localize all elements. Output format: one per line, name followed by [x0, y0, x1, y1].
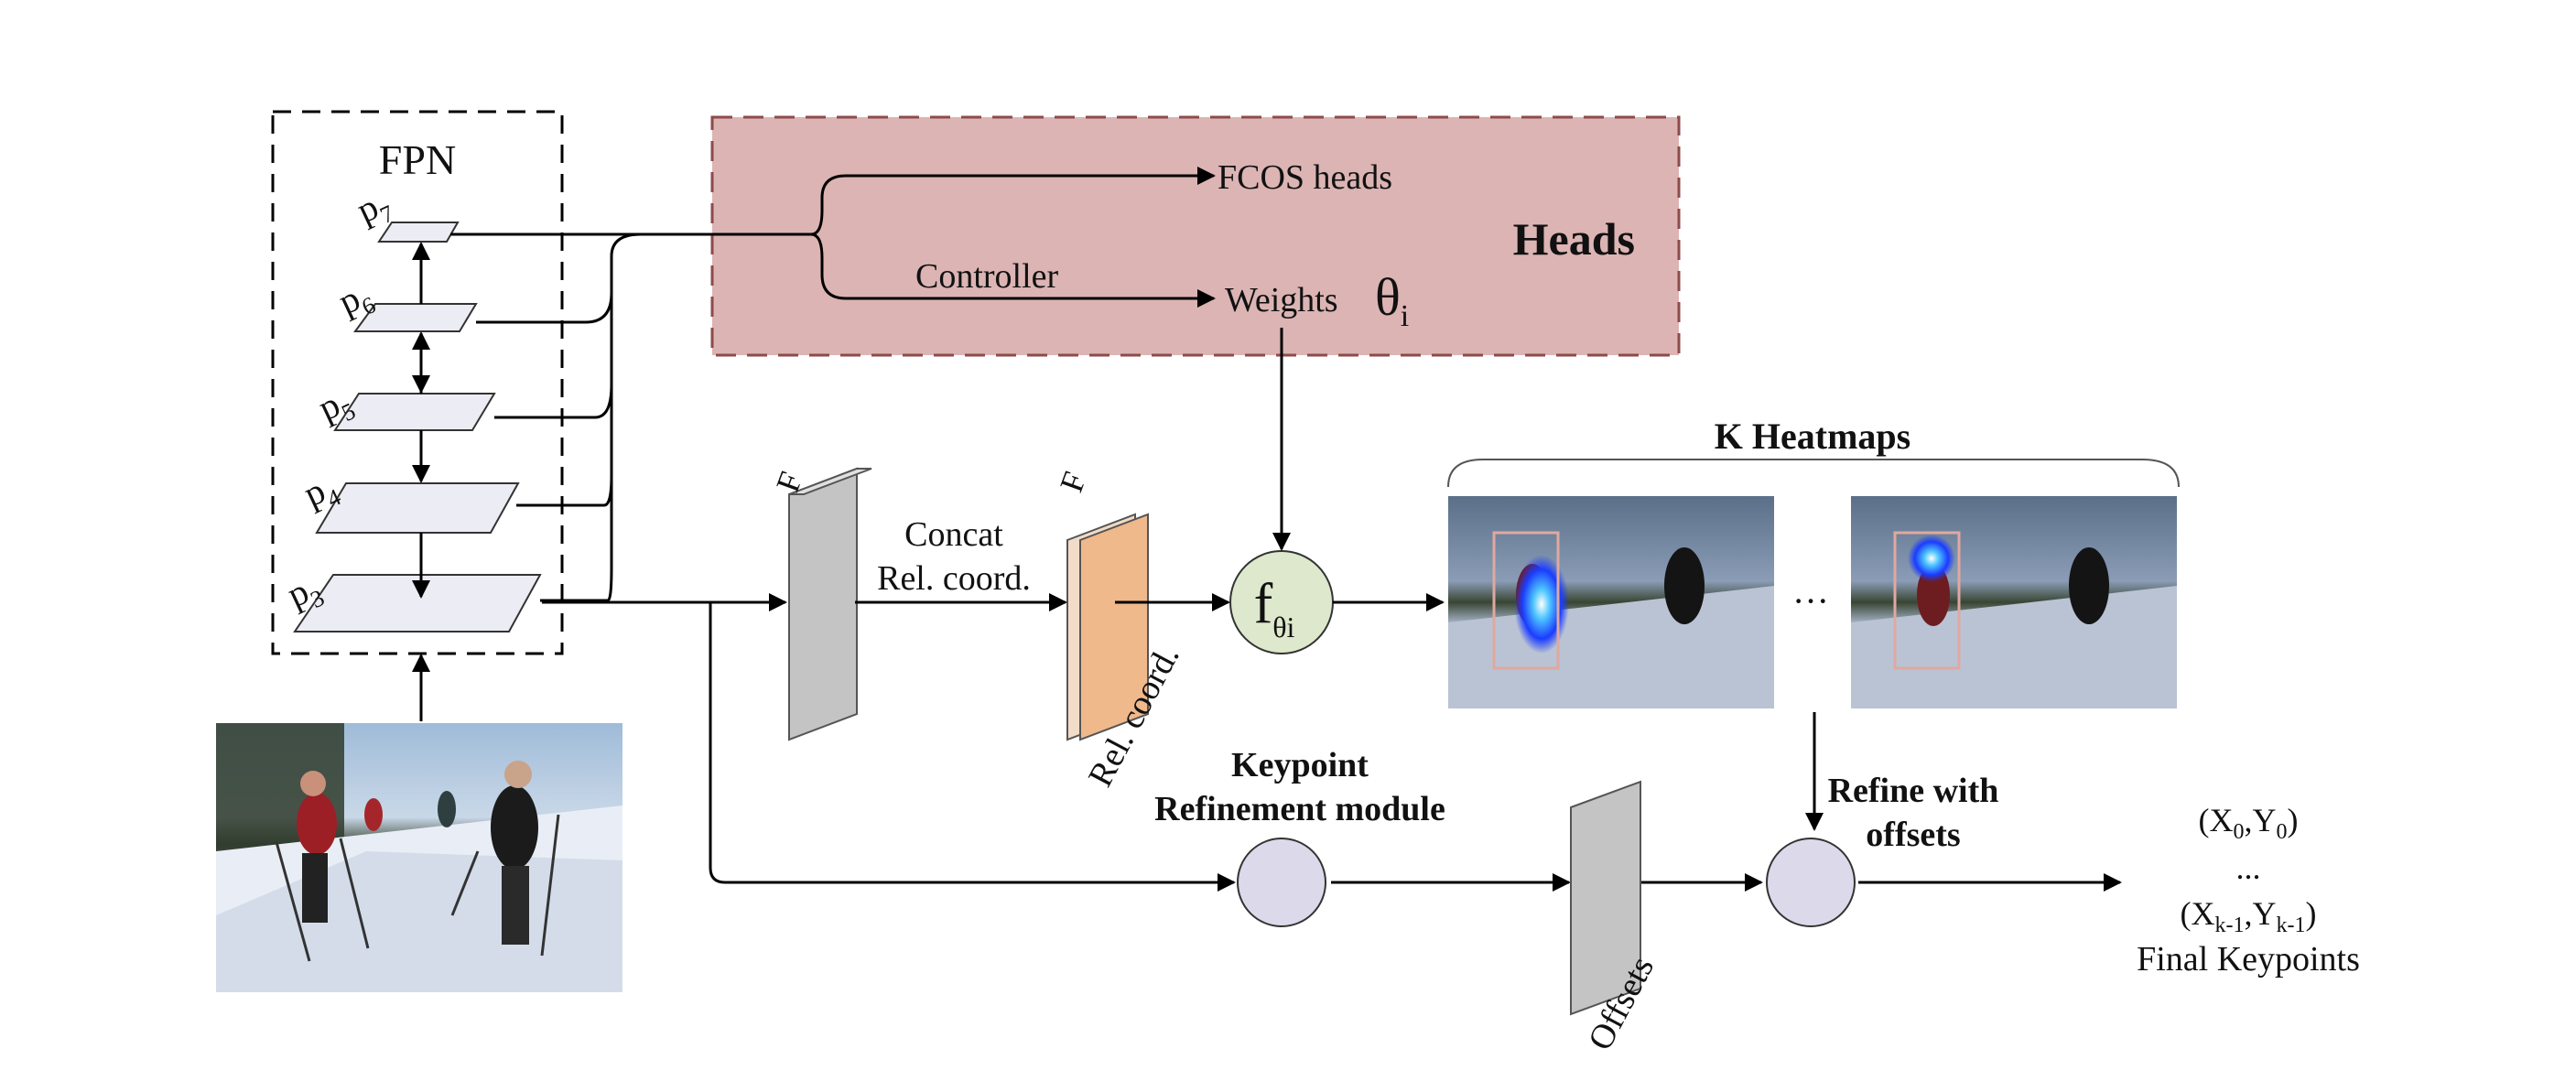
concat-rel-coord-label: Rel. coord. [877, 559, 1031, 598]
fpn-dashed-box [271, 110, 564, 655]
concat-map-F [1079, 513, 1149, 741]
theta-symbol: θi [1375, 267, 1409, 333]
output-dots: ... [2236, 849, 2261, 886]
output-first-keypoint: (X0,Y0) [2199, 802, 2299, 844]
concat-label: Concat [904, 515, 1003, 554]
flow-arrows [542, 328, 2122, 892]
offsets-map [1570, 780, 1641, 1016]
heatmaps-title: K Heatmaps [1715, 416, 1910, 457]
refinement-title-line1: Keypoint [1231, 746, 1369, 784]
heads-box [710, 115, 1681, 357]
fpn-level-p6 [353, 303, 478, 332]
fpn-level-p4 [315, 482, 520, 534]
heads-title: Heads [1513, 213, 1635, 265]
refine-label-line1: Refine with [1828, 772, 1999, 810]
refine-label-line2: offsets [1866, 816, 1960, 854]
controller-label: Controller [915, 257, 1059, 296]
refine-circle [1766, 838, 1856, 927]
refinement-title-line2: Refinement module [1154, 790, 1445, 828]
heatmaps-ellipsis: ··· [1792, 580, 1829, 622]
feature-map-F [788, 467, 858, 741]
feature-map-F-top [788, 468, 872, 495]
refinement-module-circle [1237, 838, 1326, 927]
heatmap-k [1851, 496, 2177, 708]
fpn-level-p5 [333, 393, 496, 431]
fpn-level-p7 [377, 222, 460, 243]
concat-map-F-label: F [1053, 467, 1093, 497]
heatmaps-brace [1447, 459, 2180, 488]
dynamic-head-label: fθi [1254, 573, 1295, 643]
fcos-heads-label: FCOS heads [1218, 158, 1392, 197]
fpn-title: FPN [379, 136, 456, 183]
final-keypoints-label: Final Keypoints [2137, 940, 2360, 978]
input-image [216, 723, 622, 992]
fpn-level-p3 [293, 574, 542, 632]
fpn-to-heads-connectors [450, 167, 1216, 602]
output-last-keypoint: (Xk-1,Yk-1) [2181, 895, 2317, 937]
weights-label: Weights [1225, 281, 1338, 319]
heatmap-1 [1448, 496, 1774, 708]
feature-map-F-label: F [769, 467, 809, 497]
